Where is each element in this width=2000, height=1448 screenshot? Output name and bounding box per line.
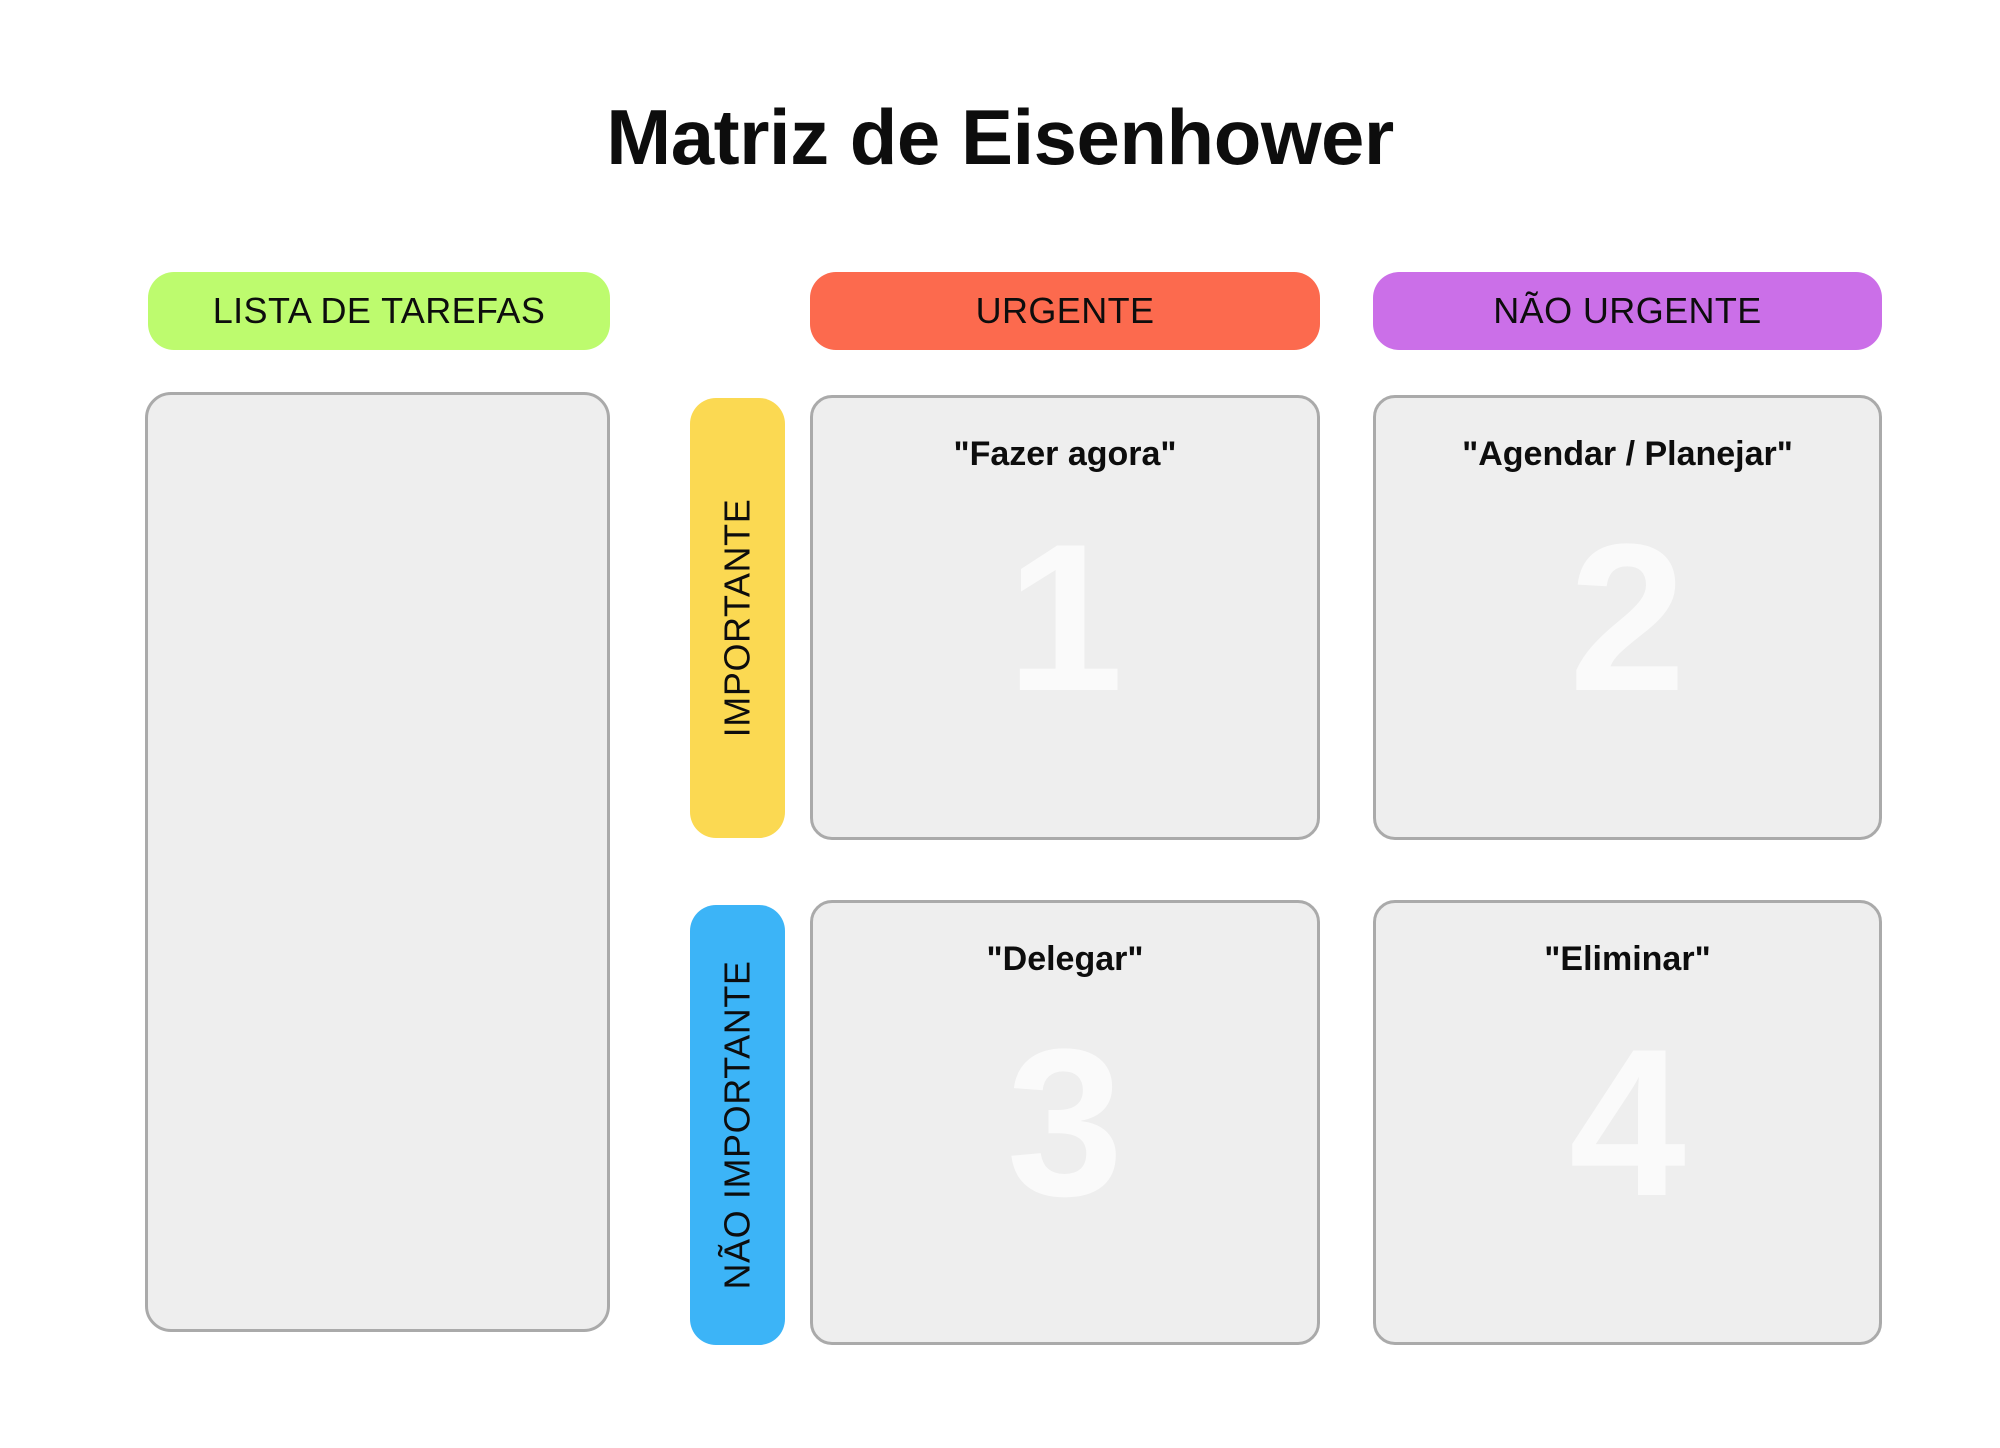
quadrant-3-number: 3 xyxy=(1006,1005,1124,1240)
quadrant-1-label: "Fazer agora" xyxy=(953,435,1177,473)
quadrant-2-schedule[interactable]: "Agendar / Planejar" 2 xyxy=(1373,395,1882,840)
task-list-panel[interactable] xyxy=(145,392,610,1332)
quadrant-4-number: 4 xyxy=(1569,1005,1686,1240)
column-header-urgent: URGENTE xyxy=(810,272,1320,350)
row-header-not-important: NÃO IMPORTANTE xyxy=(690,905,785,1345)
row-header-not-important-label: NÃO IMPORTANTE xyxy=(716,960,758,1290)
quadrant-1-number: 1 xyxy=(1006,500,1124,735)
row-header-important: IMPORTANTE xyxy=(690,398,785,838)
column-header-task-list: LISTA DE TAREFAS xyxy=(148,272,610,350)
column-header-not-urgent: NÃO URGENTE xyxy=(1373,272,1882,350)
quadrant-2-label: "Agendar / Planejar" xyxy=(1462,435,1793,473)
quadrant-3-delegate[interactable]: "Delegar" 3 xyxy=(810,900,1320,1345)
quadrant-4-eliminate[interactable]: "Eliminar" 4 xyxy=(1373,900,1882,1345)
quadrant-1-do-now[interactable]: "Fazer agora" 1 xyxy=(810,395,1320,840)
quadrant-2-number: 2 xyxy=(1569,500,1686,735)
quadrant-4-label: "Eliminar" xyxy=(1544,940,1711,978)
row-header-important-label: IMPORTANTE xyxy=(716,498,758,738)
quadrant-3-label: "Delegar" xyxy=(986,940,1144,978)
page-title: Matriz de Eisenhower xyxy=(606,93,1394,181)
